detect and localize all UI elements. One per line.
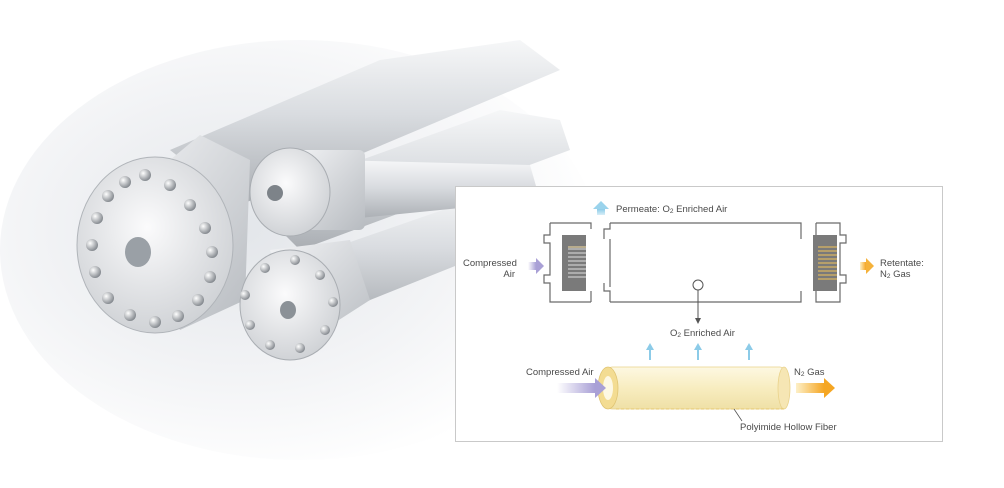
fiber-label-leader: [733, 408, 743, 422]
retentate-arrow-icon: [860, 258, 874, 274]
diagram-graphics: [528, 201, 874, 422]
left-tube-sheet: [562, 235, 586, 291]
callout-arrowhead-icon: [695, 318, 701, 324]
polyimide-fiber-label: Polyimide Hollow Fiber: [740, 422, 837, 433]
separation-diagram: Permeate: O2 Enriched Air Compressed Air…: [455, 186, 943, 442]
cap-right-face: [249, 147, 331, 237]
small-module-bolts: [240, 255, 338, 353]
module-large-port: [125, 237, 151, 267]
module-outline: [543, 222, 847, 303]
hollow-fiber-icon: [597, 366, 791, 410]
large-module-bolts: [86, 169, 218, 328]
module-small-port: [280, 301, 296, 319]
n2-gas-arrow-icon: [796, 378, 835, 398]
fiber-bundle: [610, 246, 837, 280]
fiber-compressed-arrow-icon: [557, 378, 606, 398]
module-large-face: [76, 156, 234, 334]
magnifier-circle-icon: [692, 279, 704, 291]
fiber-compressed-label: Compressed Air: [526, 367, 594, 378]
o2-up-arrows: [646, 343, 753, 360]
compressed-air-label: Compressed Air: [463, 258, 517, 280]
permeate-arrow-icon: [593, 201, 609, 215]
compressed-air-arrow-icon: [528, 258, 544, 274]
right-fiber-ends: [818, 246, 837, 280]
o2-enriched-label: O2 Enriched Air: [670, 328, 735, 339]
cap-right-port: [267, 185, 283, 201]
permeate-label: Permeate: O2 Enriched Air: [616, 204, 728, 215]
left-tube-sheet-lines: [568, 248, 586, 278]
retentate-label: Retentate: N2 Gas: [880, 258, 924, 280]
n2-gas-label: N2 Gas: [794, 367, 825, 378]
